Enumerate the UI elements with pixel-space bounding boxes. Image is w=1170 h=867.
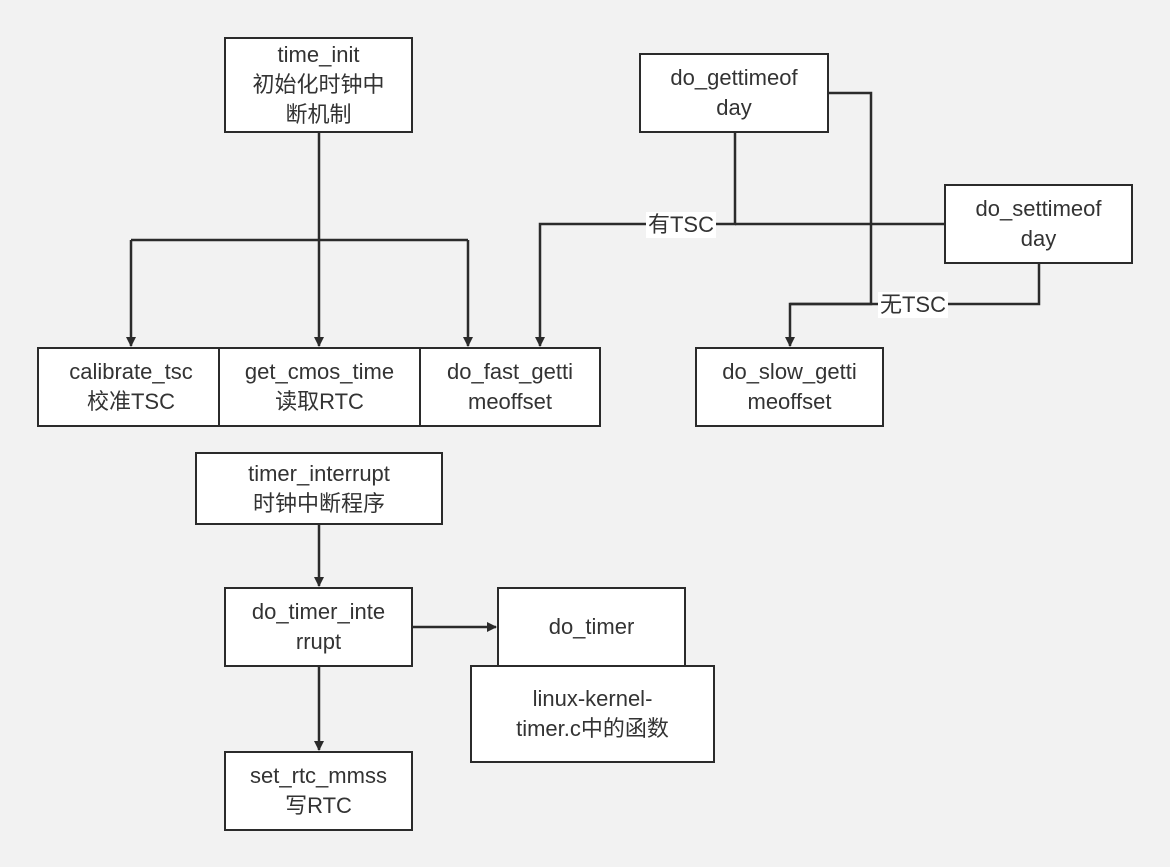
node-do-gettimeofday: do_gettimeof day (639, 53, 829, 133)
node-do-timer-interrupt: do_timer_inte rrupt (224, 587, 413, 667)
node-time-init-line1: time_init (277, 42, 360, 67)
node-get-cmos-time-line2: 读取RTC (275, 389, 364, 414)
node-get-cmos-time: get_cmos_time 读取RTC (218, 347, 421, 427)
edge-has-tsc (535, 132, 737, 347)
node-do-timer-line1: do_timer (548, 614, 635, 639)
edge-no-tsc (790, 264, 1041, 306)
node-do-timer-interrupt-line1: do_timer_inte (251, 599, 386, 624)
node-do-slow-gettimeoffset-line1: do_slow_getti (722, 359, 857, 384)
node-calibrate-tsc: calibrate_tsc 校准TSC (37, 347, 225, 427)
node-do-timer: do_timer (497, 587, 686, 667)
node-linux-kernel-note-line2: timer.c中的函数 (516, 716, 669, 741)
node-do-gettimeofday-line1: do_gettimeof (670, 65, 798, 90)
node-calibrate-tsc-line1: calibrate_tsc (69, 359, 193, 384)
node-linux-kernel-note-line1: linux-kernel- (532, 686, 653, 711)
node-do-fast-gettimeoffset-line2: meoffset (468, 389, 552, 414)
node-do-settimeofday-line2: day (1020, 226, 1057, 251)
node-do-timer-interrupt-line2: rrupt (295, 629, 342, 654)
node-do-fast-gettimeoffset: do_fast_getti meoffset (419, 347, 601, 427)
node-do-slow-gettimeoffset: do_slow_getti meoffset (695, 347, 884, 427)
node-do-settimeofday: do_settimeof day (944, 184, 1133, 264)
node-linux-kernel-note: linux-kernel- timer.c中的函数 (470, 665, 715, 763)
node-calibrate-tsc-line2: 校准TSC (86, 389, 175, 414)
edge-label-no-tsc: 无TSC (877, 292, 949, 318)
edge-label-has-tsc: 有TSC (645, 212, 717, 238)
node-set-rtc-mmss: set_rtc_mmss 写RTC (224, 751, 413, 831)
node-time-init-line2: 初始化时钟中 (252, 72, 385, 97)
node-timer-interrupt: timer_interrupt 时钟中断程序 (195, 452, 443, 525)
node-set-rtc-mmss-line2: 写RTC (285, 793, 352, 818)
node-do-settimeofday-line1: do_settimeof (975, 196, 1102, 221)
node-time-init: time_init 初始化时钟中 断机制 (224, 37, 413, 133)
node-set-rtc-mmss-line1: set_rtc_mmss (250, 763, 387, 788)
node-timer-interrupt-line2: 时钟中断程序 (252, 490, 385, 516)
node-do-slow-gettimeoffset-line2: meoffset (747, 389, 832, 414)
node-do-gettimeofday-line2: day (716, 95, 752, 120)
node-do-fast-gettimeoffset-line1: do_fast_getti (447, 359, 573, 384)
node-timer-interrupt-line1: timer_interrupt (248, 460, 390, 486)
node-get-cmos-time-line1: get_cmos_time (244, 359, 395, 384)
node-time-init-line3: 断机制 (285, 102, 352, 127)
